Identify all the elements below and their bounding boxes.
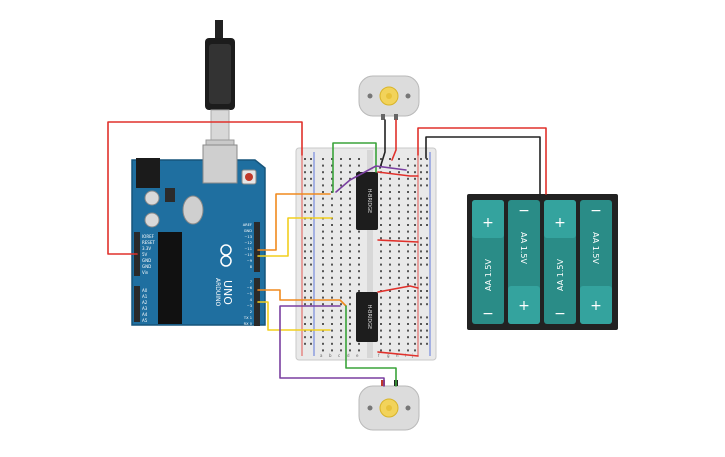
cell-4-label: AA 1.5V	[591, 232, 600, 264]
power-label-5: GND	[142, 264, 151, 269]
wire-red-chip-top-en[interactable]	[377, 239, 419, 243]
col-letter-d: d	[347, 353, 350, 358]
arduino-model-text: UNO	[221, 280, 234, 305]
battery-cell-2: − AA 1.5V +	[508, 200, 540, 324]
wire-red-motor-top-b[interactable]	[391, 119, 397, 161]
digital-label-6: ~9	[247, 259, 253, 263]
digital-label-0: AREF	[243, 223, 252, 227]
digital-label-13: 2	[250, 310, 252, 314]
digital-label-12: ~3	[247, 304, 252, 308]
usb-port[interactable]	[202, 144, 238, 184]
chip-bottom-label: H-BRIDGE	[366, 305, 372, 330]
wire-red-battery-positive[interactable]	[417, 127, 547, 195]
col-letter-h: h	[396, 353, 399, 358]
cell-2-top-symbol: −	[518, 203, 530, 219]
power-label-4: GND	[142, 258, 151, 263]
col-letter-c: c	[338, 353, 340, 358]
breadboard[interactable]: a b c d e f g h i j	[295, 147, 437, 361]
power-label-3: 5V	[142, 252, 148, 257]
dc-motor-bottom[interactable]	[358, 380, 420, 431]
digital-label-11: 4	[250, 298, 253, 302]
analog-label-0: A0	[142, 288, 148, 293]
battery-cell-4: − AA 1.5V +	[580, 200, 612, 324]
col-letter-f: f	[378, 353, 380, 358]
wire-green-top[interactable]	[332, 142, 377, 193]
arduino-brand-text: ARDUINO	[214, 278, 221, 307]
col-letter-a: a	[320, 353, 323, 358]
wire-purple-bottom[interactable]	[279, 305, 385, 387]
cell-3-bottom-symbol: −	[554, 306, 566, 322]
arduino-logo	[220, 244, 232, 267]
cell-1-bottom-symbol: −	[482, 306, 494, 322]
col-letter-g: g	[387, 353, 390, 358]
digital-label-4: ~11	[244, 247, 252, 251]
wire-purple-top[interactable]	[335, 165, 407, 193]
col-letter-b: b	[329, 353, 332, 358]
cell-1-label: AA 1.5V	[484, 259, 493, 291]
analog-label-4: A4	[142, 312, 148, 317]
chip-top-label: H-BRIDGE	[366, 189, 372, 214]
digital-label-2: ~13	[244, 235, 252, 239]
wire-black-battery-negative[interactable]	[425, 136, 541, 195]
digital-header-low	[254, 278, 260, 326]
digital-label-10: ~5	[247, 292, 252, 296]
digital-label-9: ~6	[247, 286, 253, 290]
wire-red-chip-top-vcc[interactable]	[377, 171, 419, 177]
dc-power-jack[interactable]	[136, 158, 160, 188]
h-bridge-chip-top[interactable]: H-BRIDGE	[356, 172, 378, 230]
cell-1-top-symbol: +	[482, 215, 494, 231]
battery-cell-1: + AA 1.5V −	[472, 200, 504, 324]
digital-label-5: ~10	[244, 253, 252, 257]
battery-cell-3: + AA 1.5V −	[544, 200, 576, 324]
analog-label-2: A2	[142, 300, 148, 305]
dc-motor-top[interactable]	[358, 75, 420, 120]
digital-label-7: 8	[250, 265, 253, 269]
analog-header	[134, 286, 140, 322]
analog-label-1: A1	[142, 294, 148, 299]
analog-label-3: A3	[142, 306, 148, 311]
digital-label-15: RX 0	[244, 322, 253, 326]
digital-label-14: TX 1	[243, 316, 252, 320]
arduino-uno-board[interactable]: IOREF RESET 3.3V 5V GND GND Vin A0 A1 A2…	[131, 144, 266, 326]
wire-yellow-pin3[interactable]	[257, 301, 331, 331]
cell-4-bottom-symbol: +	[590, 298, 602, 314]
h-bridge-chip-bottom[interactable]: H-BRIDGE	[356, 292, 378, 342]
analog-label-5: A5	[142, 318, 148, 323]
wire-red-chip-bottom-vcc[interactable]	[377, 285, 419, 293]
battery-pack-4xaa[interactable]: + AA 1.5V − − AA 1.5V + + AA 1.5V − − AA…	[467, 194, 618, 330]
col-letter-e: e	[356, 353, 359, 358]
wire-red-motor-top-a[interactable]	[379, 119, 386, 169]
power-label-1: RESET	[142, 240, 155, 245]
cell-2-label: AA 1.5V	[519, 232, 528, 264]
cell-3-top-symbol: +	[554, 215, 566, 231]
power-label-0: IOREF	[142, 234, 155, 239]
power-label-6: Vin	[142, 270, 149, 275]
power-label-2: 3.3V	[142, 246, 151, 251]
wire-red-5v-to-rail[interactable]	[107, 121, 303, 255]
cell-4-top-symbol: −	[590, 203, 602, 219]
digital-label-1: GND	[244, 229, 252, 233]
wire-orange-pin5[interactable]	[257, 289, 347, 307]
digital-header-high	[254, 222, 260, 272]
wire-green-bottom[interactable]	[345, 305, 397, 387]
cell-2-bottom-symbol: +	[518, 298, 530, 314]
atmega-chip	[158, 232, 182, 324]
cell-3-label: AA 1.5V	[556, 259, 565, 291]
wire-red-chip-bottom-en[interactable]	[377, 351, 419, 357]
wire-orange-pin10[interactable]	[257, 193, 331, 251]
digital-label-8: 7	[250, 280, 252, 284]
wire-yellow-pin9[interactable]	[257, 217, 333, 257]
usb-cable[interactable]	[205, 20, 235, 171]
digital-label-3: ~12	[244, 241, 252, 245]
